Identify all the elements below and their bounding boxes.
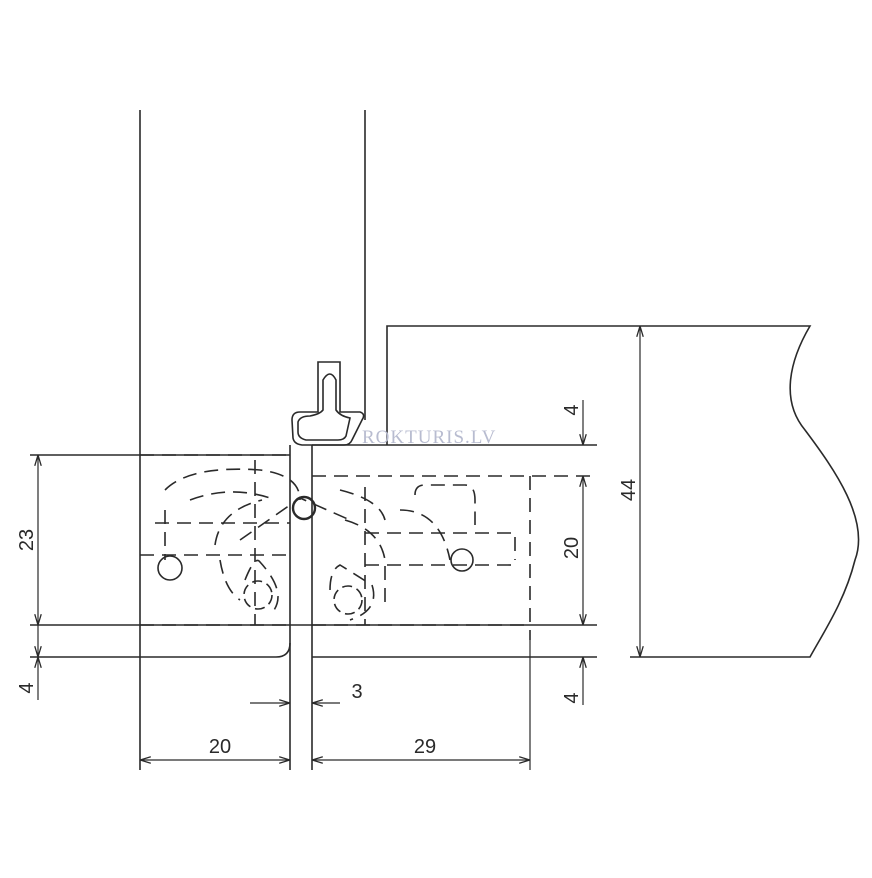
dim-right-width: 29: [414, 736, 436, 758]
dim-left-width: 20: [209, 736, 231, 758]
dim-right-height: 20: [561, 537, 583, 559]
dim-drawer-front-height: 44: [618, 479, 640, 501]
hinge-mechanism-hidden: [140, 454, 597, 640]
dim-right-top-gap: 4: [561, 404, 583, 415]
dimension-lines: [38, 326, 640, 770]
drawer-front: [386, 325, 860, 658]
hinge-profile: [291, 361, 365, 446]
dim-left-bottom-gap: 4: [16, 682, 38, 693]
dim-right-bottom-gap: 4: [561, 692, 583, 703]
dim-gap: 3: [351, 681, 362, 703]
watermark-text: ROKTURIS.LV: [362, 427, 496, 448]
dim-left-height: 23: [16, 529, 38, 551]
